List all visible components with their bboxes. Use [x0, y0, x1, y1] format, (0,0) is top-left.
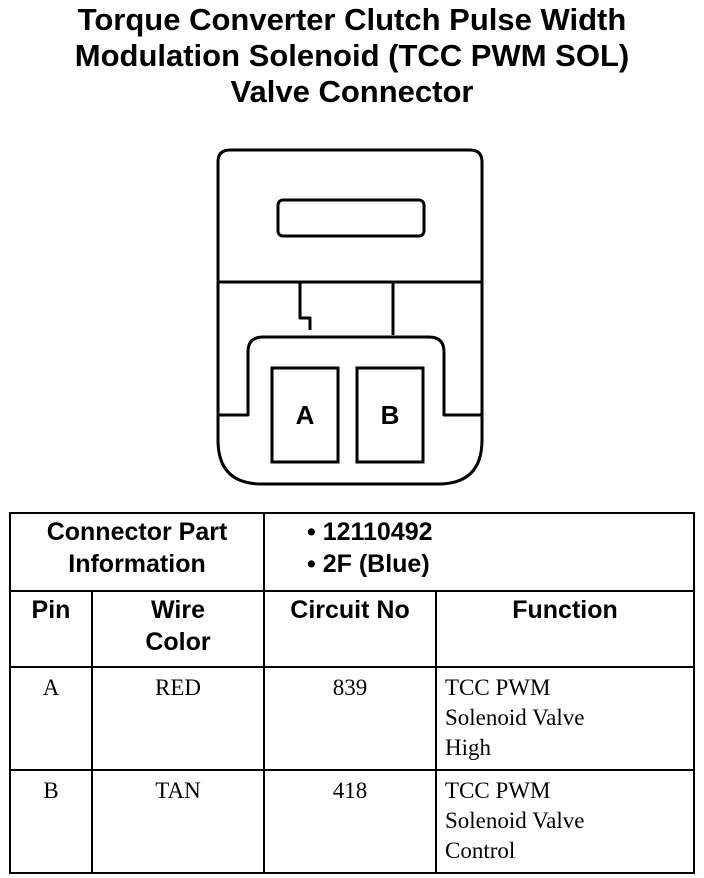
column-header-row: Pin Wire Color Circuit No Function [9, 590, 695, 668]
connector-key-left [298, 282, 312, 330]
part-info-label: Connector Part Information [9, 512, 265, 592]
part-color-code: • 2F (Blue) [307, 550, 430, 578]
title-line-1: Torque Converter Clutch Pulse Width [77, 2, 627, 37]
diagram-title: Torque Converter Clutch Pulse Width Modu… [0, 2, 704, 110]
part-number: • 12110492 [307, 518, 433, 546]
cell-wire-color: TAN [91, 769, 265, 874]
cell-function: TCC PWM Solenoid Valve High [435, 666, 695, 771]
pin-b-cavity [355, 366, 425, 464]
part-info-values: • 12110492 • 2F (Blue) [263, 512, 695, 592]
column-header-wire-color: Wire Color [91, 590, 265, 668]
column-header-circuit-no: Circuit No [263, 590, 437, 668]
cell-pin: A [9, 666, 93, 771]
part-info-label-line-1: Connector Part [46, 518, 228, 546]
part-info-row: Connector Part Information • 12110492 • … [9, 512, 695, 592]
table-row: B TAN 418 TCC PWM Solenoid Valve Control [9, 769, 695, 874]
connector-latch-slot [276, 198, 426, 238]
column-header-pin: Pin [9, 590, 93, 668]
connector-diagram: A B [216, 148, 484, 486]
cell-function: TCC PWM Solenoid Valve Control [435, 769, 695, 874]
connector-body-outline [216, 148, 484, 486]
connector-info-table: Connector Part Information • 12110492 • … [9, 512, 695, 874]
pin-b-label: B [381, 400, 400, 430]
title-line-3: Valve Connector [230, 74, 474, 109]
cell-circuit-no: 418 [263, 769, 437, 874]
cell-pin: B [9, 769, 93, 874]
part-info-label-line-2: Information [68, 550, 206, 578]
title-line-2: Modulation Solenoid (TCC PWM SOL) [74, 38, 630, 73]
pin-a-cavity [270, 366, 340, 464]
cell-circuit-no: 839 [263, 666, 437, 771]
connector-terminal-cavity [218, 335, 482, 417]
column-header-function: Function [435, 590, 695, 668]
pin-a-label: A [296, 400, 315, 430]
cell-wire-color: RED [91, 666, 265, 771]
table-row: A RED 839 TCC PWM Solenoid Valve High [9, 666, 695, 771]
